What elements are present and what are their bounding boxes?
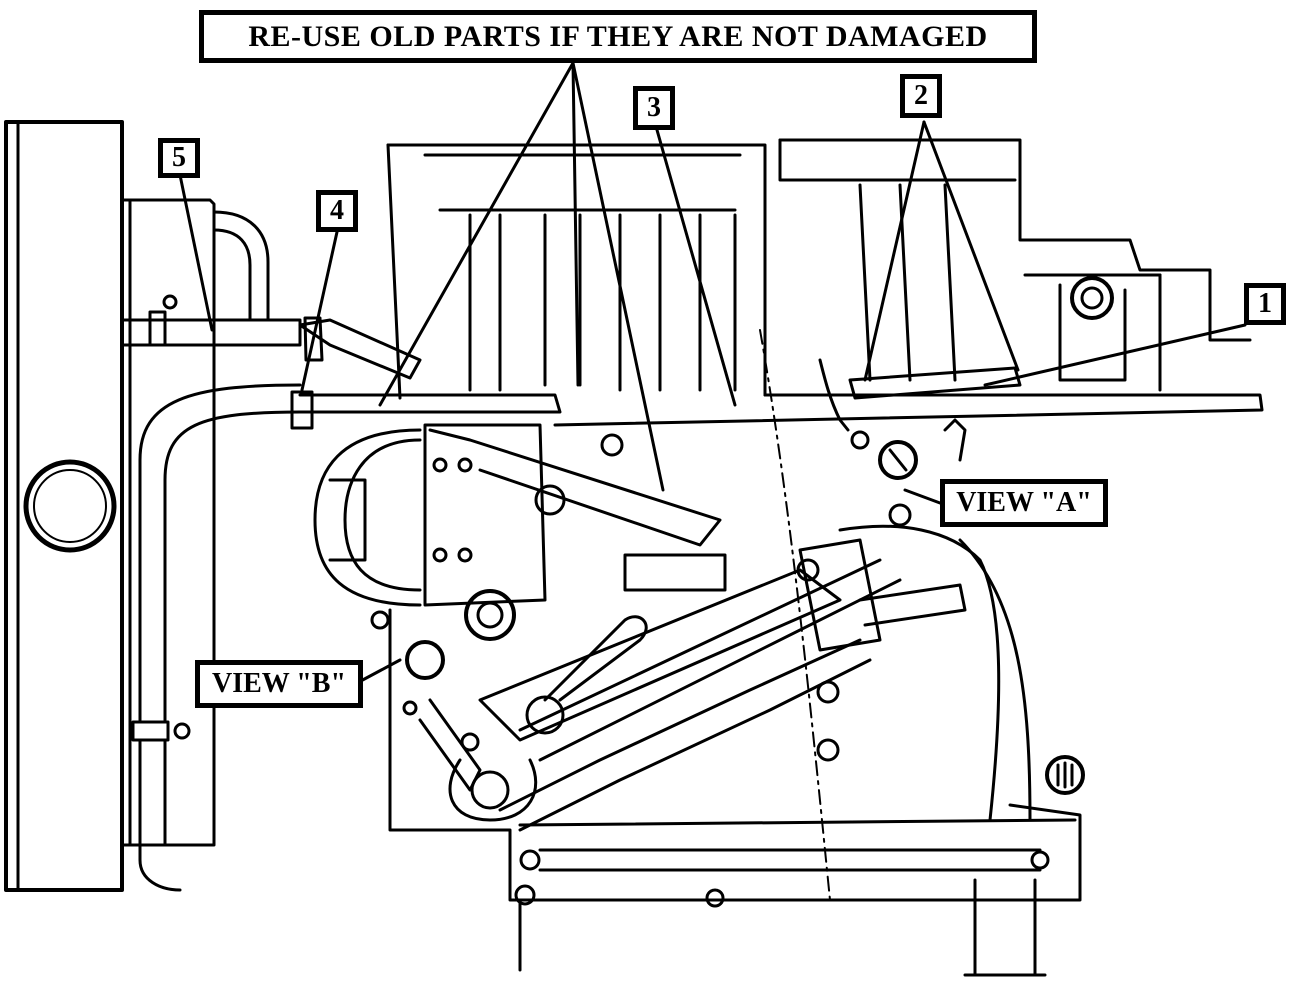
radiator [4, 120, 216, 892]
callout-2: 2 [900, 74, 942, 118]
callout-4: 4 [316, 190, 358, 232]
callout-1: 1 [1244, 283, 1286, 325]
callout-3: 3 [633, 86, 675, 130]
view-b-label: VIEW "B" [195, 660, 363, 708]
transmission [370, 524, 1085, 977]
view-a-label: VIEW "A" [940, 479, 1108, 527]
sensor-cluster [818, 358, 1022, 527]
coolant-hose [120, 210, 562, 892]
oil-filter [313, 423, 727, 607]
callout-5: 5 [158, 138, 200, 178]
engine-block [386, 138, 1264, 427]
leader-lines [178, 61, 1247, 685]
reuse-note-box: RE-USE OLD PARTS IF THEY ARE NOT DAMAGED [199, 10, 1037, 63]
centerline [759, 329, 831, 901]
